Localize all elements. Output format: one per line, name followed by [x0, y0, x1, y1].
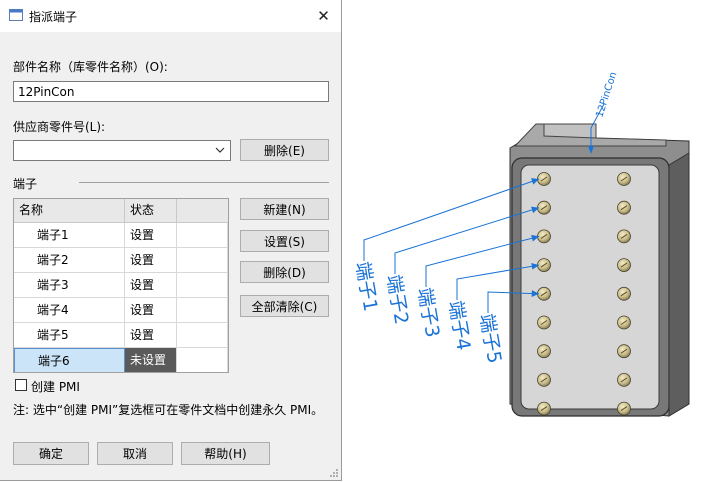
- pin-slot: [620, 320, 628, 325]
- pin-slot: [620, 205, 628, 211]
- terminal-state-cell: 设置: [125, 323, 177, 348]
- terminal-state-cell: 设置: [125, 273, 177, 298]
- pin-slot: [620, 262, 628, 268]
- callout-label: 端子3: [413, 286, 443, 339]
- terminal-section-label: 端子: [13, 177, 38, 191]
- clear-all-button[interactable]: 全部清除(C): [240, 295, 329, 317]
- new-terminal-button[interactable]: 新建(N): [240, 198, 329, 220]
- empty-cell: [177, 323, 228, 348]
- callout-arrowhead: [531, 234, 539, 242]
- callout-leader: [394, 207, 540, 274]
- part-callout-text: 12PinCon: [594, 71, 619, 119]
- title-bar[interactable]: 指派端子 ✕: [0, 0, 341, 32]
- part-name-input[interactable]: [13, 81, 329, 102]
- close-button[interactable]: ✕: [306, 0, 341, 32]
- callout-leader: [425, 235, 540, 287]
- callout-leader: [487, 291, 540, 313]
- empty-cell: [177, 348, 228, 372]
- table-row[interactable]: 端子2 设置: [14, 248, 228, 273]
- pin-slot: [620, 377, 628, 383]
- empty-cell: [177, 273, 228, 298]
- part-name-label: 部件名称（库零件名称）(O):: [13, 60, 168, 74]
- table-row[interactable]: 端子4 设置: [14, 298, 228, 323]
- pin-slot: [540, 233, 548, 239]
- pmi-note: 注: 选中“创建 PMI”复选框可在零件文档中创建永久 PMI。: [13, 403, 324, 417]
- resize-grip-icon[interactable]: [329, 468, 339, 478]
- callout-arrowhead: [531, 290, 539, 297]
- delete-supplier-button[interactable]: 删除(E): [240, 139, 329, 161]
- pin-slot: [540, 320, 548, 325]
- pin-slot: [540, 176, 548, 182]
- pin-slot: [620, 406, 628, 412]
- pin-slot: [540, 348, 548, 354]
- terminal-table[interactable]: 名称 状态 端子1 设置 端子2 设置 端子3 设置 端子4 设置 端子5 设置: [13, 198, 229, 373]
- table-row-selected[interactable]: 端子6 未设置: [14, 348, 228, 372]
- pin-slot: [620, 291, 628, 297]
- chevron-down-icon: [215, 147, 225, 153]
- help-button[interactable]: 帮助(H): [181, 442, 270, 465]
- connector-body: [509, 123, 690, 417]
- create-pmi-label[interactable]: 创建 PMI: [31, 380, 80, 394]
- table-row[interactable]: 端子1 设置: [14, 223, 228, 248]
- pin-slot: [620, 348, 628, 354]
- column-header-state[interactable]: 状态: [125, 199, 177, 222]
- create-pmi-checkbox[interactable]: [15, 379, 27, 391]
- callout-label: 端子2: [382, 273, 412, 326]
- callout-arrowhead: [531, 206, 539, 214]
- delete-terminal-button[interactable]: 删除(D): [240, 261, 329, 283]
- pin-grid: [537, 172, 631, 416]
- terminal-name-cell: 端子4: [14, 298, 125, 323]
- empty-cell: [177, 223, 228, 248]
- supplier-part-label: 供应商零件号(L):: [13, 120, 106, 134]
- terminal-state-cell: 未设置: [125, 348, 177, 372]
- close-icon: ✕: [317, 7, 330, 25]
- terminal-name-cell: 端子5: [14, 323, 125, 348]
- table-row[interactable]: 端子5 设置: [14, 323, 228, 348]
- column-header-name[interactable]: 名称: [14, 199, 125, 222]
- callout-arrowhead: [531, 178, 539, 185]
- callout-label: 端子5: [475, 312, 505, 365]
- assign-terminals-dialog: 指派端子 ✕ 部件名称（库零件名称）(O): 供应商零件号(L): 删除(E) …: [0, 0, 342, 481]
- terminal-state-cell: 设置: [125, 298, 177, 323]
- terminal-state-cell: 设置: [125, 248, 177, 273]
- terminal-state-cell: 设置: [125, 223, 177, 248]
- supplier-part-combobox[interactable]: [13, 140, 231, 161]
- callout-leader: [456, 264, 540, 300]
- terminal-name-cell: 端子3: [14, 273, 125, 298]
- pin-slot: [620, 176, 628, 182]
- ok-button[interactable]: 确定: [13, 442, 89, 465]
- terminal-name-cell: 端子2: [14, 248, 125, 273]
- terminal-name-cell: 端子1: [14, 223, 125, 248]
- callout-leader: [363, 178, 540, 261]
- empty-cell: [177, 248, 228, 273]
- pin-slot: [540, 291, 548, 297]
- callout-arrowhead: [531, 262, 539, 270]
- cancel-button[interactable]: 取消: [97, 442, 173, 465]
- terminal-name-cell: 端子6: [14, 348, 125, 372]
- pin-slot: [620, 233, 628, 239]
- table-row[interactable]: 端子3 设置: [14, 273, 228, 298]
- section-divider: [79, 182, 329, 183]
- pin-slot: [540, 377, 548, 383]
- app-icon: [9, 9, 23, 21]
- pin-slot: [540, 262, 548, 268]
- dialog-title: 指派端子: [29, 10, 78, 24]
- set-terminal-button[interactable]: 设置(S): [240, 230, 329, 252]
- empty-cell: [177, 298, 228, 323]
- pin-slot: [540, 205, 548, 211]
- pin-slot: [540, 406, 548, 412]
- callout-label: 端子4: [444, 299, 474, 352]
- table-header: 名称 状态: [14, 199, 228, 223]
- callout-label: 端子1: [351, 260, 381, 313]
